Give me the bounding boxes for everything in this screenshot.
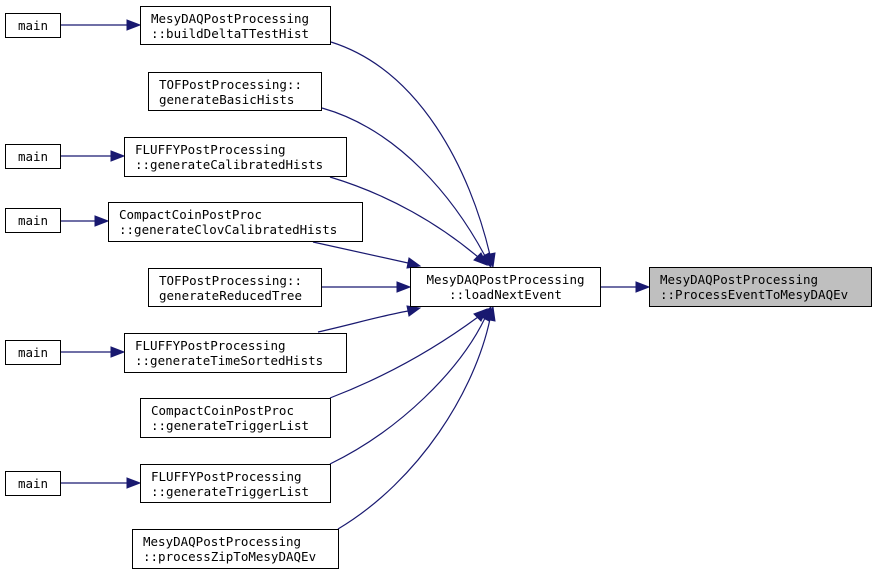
main-node[interactable]: main: [5, 340, 61, 365]
node-process-zip-to-mesydaq-ev[interactable]: MesyDAQPostProcessing ::processZipToMesy…: [132, 529, 339, 569]
node-load-next-event[interactable]: MesyDAQPostProcessing ::loadNextEvent: [410, 267, 601, 307]
node-label-line1: FLUFFYPostProcessing: [151, 468, 302, 484]
node-fluffy-generate-trigger-list[interactable]: FLUFFYPostProcessing ::generateTriggerLi…: [140, 464, 331, 503]
node-label-line2: ::ProcessEventToMesyDAQEv: [660, 287, 849, 302]
node-label-line2: ::generateTriggerList: [151, 483, 310, 499]
node-label-line1: MesyDAQPostProcessing: [151, 10, 310, 26]
arrowhead-fluffyCalib: [110, 150, 126, 162]
node-label-line1: main: [17, 345, 49, 360]
node-label-line1: CompactCoinPostProc: [151, 403, 294, 418]
node-label-line1: MesyDAQPostProcessing: [660, 272, 819, 287]
node-compact-generate-trigger-list[interactable]: CompactCoinPostProc ::generateTriggerLis…: [140, 398, 331, 438]
node-label-line2: ::loadNextEvent: [449, 287, 562, 302]
node-label-line2: ::generateTimeSortedHists: [135, 353, 324, 368]
edge-fluffyCalib-to-loadNext: [329, 176, 479, 258]
node-tof-generate-reduced-tree[interactable]: TOFPostProcessing:: generateReducedTree: [148, 268, 322, 307]
node-label-line2: ::generateTriggerList: [151, 418, 310, 433]
node-label-line1: CompactCoinPostProc: [119, 207, 262, 222]
arrowhead-processZip-loadNext: [484, 305, 496, 322]
main-node[interactable]: main: [5, 144, 61, 169]
node-label-line2: ::buildDeltaTTestHist: [151, 25, 310, 41]
main-node[interactable]: main: [5, 208, 61, 233]
edge-processZip-to-loadNext: [337, 318, 491, 530]
arrowhead-fluffyTrigger: [126, 477, 142, 489]
node-fluffy-generate-calibrated-hists[interactable]: FLUFFYPostProcessing ::generateCalibrate…: [124, 137, 347, 177]
arrowhead-compactClov: [94, 215, 110, 227]
node-label-line1: main: [17, 476, 49, 491]
arrowhead-fluffyTimeSorted-loadNext: [406, 305, 422, 317]
node-label-line1: TOFPostProcessing::: [159, 272, 302, 288]
node-label-line1: TOFPostProcessing::: [159, 76, 302, 92]
arrowhead-fluffyCalib-loadNext: [473, 252, 489, 266]
arrowhead-buildDeltaT: [126, 19, 142, 31]
arrowhead-tofReduced-loadNext: [396, 281, 412, 293]
node-label-line2: ::generateClovCalibratedHists: [119, 222, 338, 237]
node-label-line1: main: [17, 213, 49, 228]
arrowhead-fluffyTimeSorted: [110, 346, 126, 358]
edge-fluffyTimeSorted-to-loadNext: [317, 310, 409, 333]
edge-fluffyTrigger-to-loadNext: [329, 317, 486, 465]
node-label-line1: MesyDAQPostProcessing: [143, 534, 302, 549]
main-node[interactable]: main: [5, 471, 61, 496]
edge-tofBasic-to-loadNext: [321, 107, 486, 257]
main-node[interactable]: main: [5, 13, 61, 38]
node-label-line1: main: [17, 18, 49, 33]
node-label-line1: FLUFFYPostProcessing: [135, 338, 286, 353]
node-fluffy-generate-time-sorted-hists[interactable]: FLUFFYPostProcessing ::generateTimeSorte…: [124, 333, 347, 373]
node-label-line1: main: [17, 149, 49, 164]
edge-compactTrigger-to-loadNext: [329, 316, 479, 399]
edge-buildDeltaT-to-loadNext: [330, 41, 491, 256]
node-label-line2: ::processZipToMesyDAQEv: [143, 549, 317, 564]
node-process-event-to-mesydaq-ev-selected[interactable]: MesyDAQPostProcessing ::ProcessEventToMe…: [649, 267, 872, 307]
node-label-line2: ::generateCalibratedHists: [135, 157, 324, 172]
node-label-line1: MesyDAQPostProcessing: [426, 272, 585, 287]
node-tof-generate-basic-hists[interactable]: TOFPostProcessing:: generateBasicHists: [148, 72, 322, 111]
node-label-line2: generateBasicHists: [159, 91, 295, 107]
node-compact-generate-clov-calibrated-hists[interactable]: CompactCoinPostProc ::generateClovCalibr…: [108, 202, 363, 242]
node-label-line2: generateReducedTree: [159, 287, 302, 303]
node-build-delta-t-test-hist[interactable]: MesyDAQPostProcessing ::buildDeltaTTestH…: [140, 6, 331, 45]
node-label-line1: FLUFFYPostProcessing: [135, 142, 286, 157]
edge-compactClov-to-loadNext: [312, 241, 409, 264]
arrowhead-loadNext-processEvent: [635, 281, 651, 293]
